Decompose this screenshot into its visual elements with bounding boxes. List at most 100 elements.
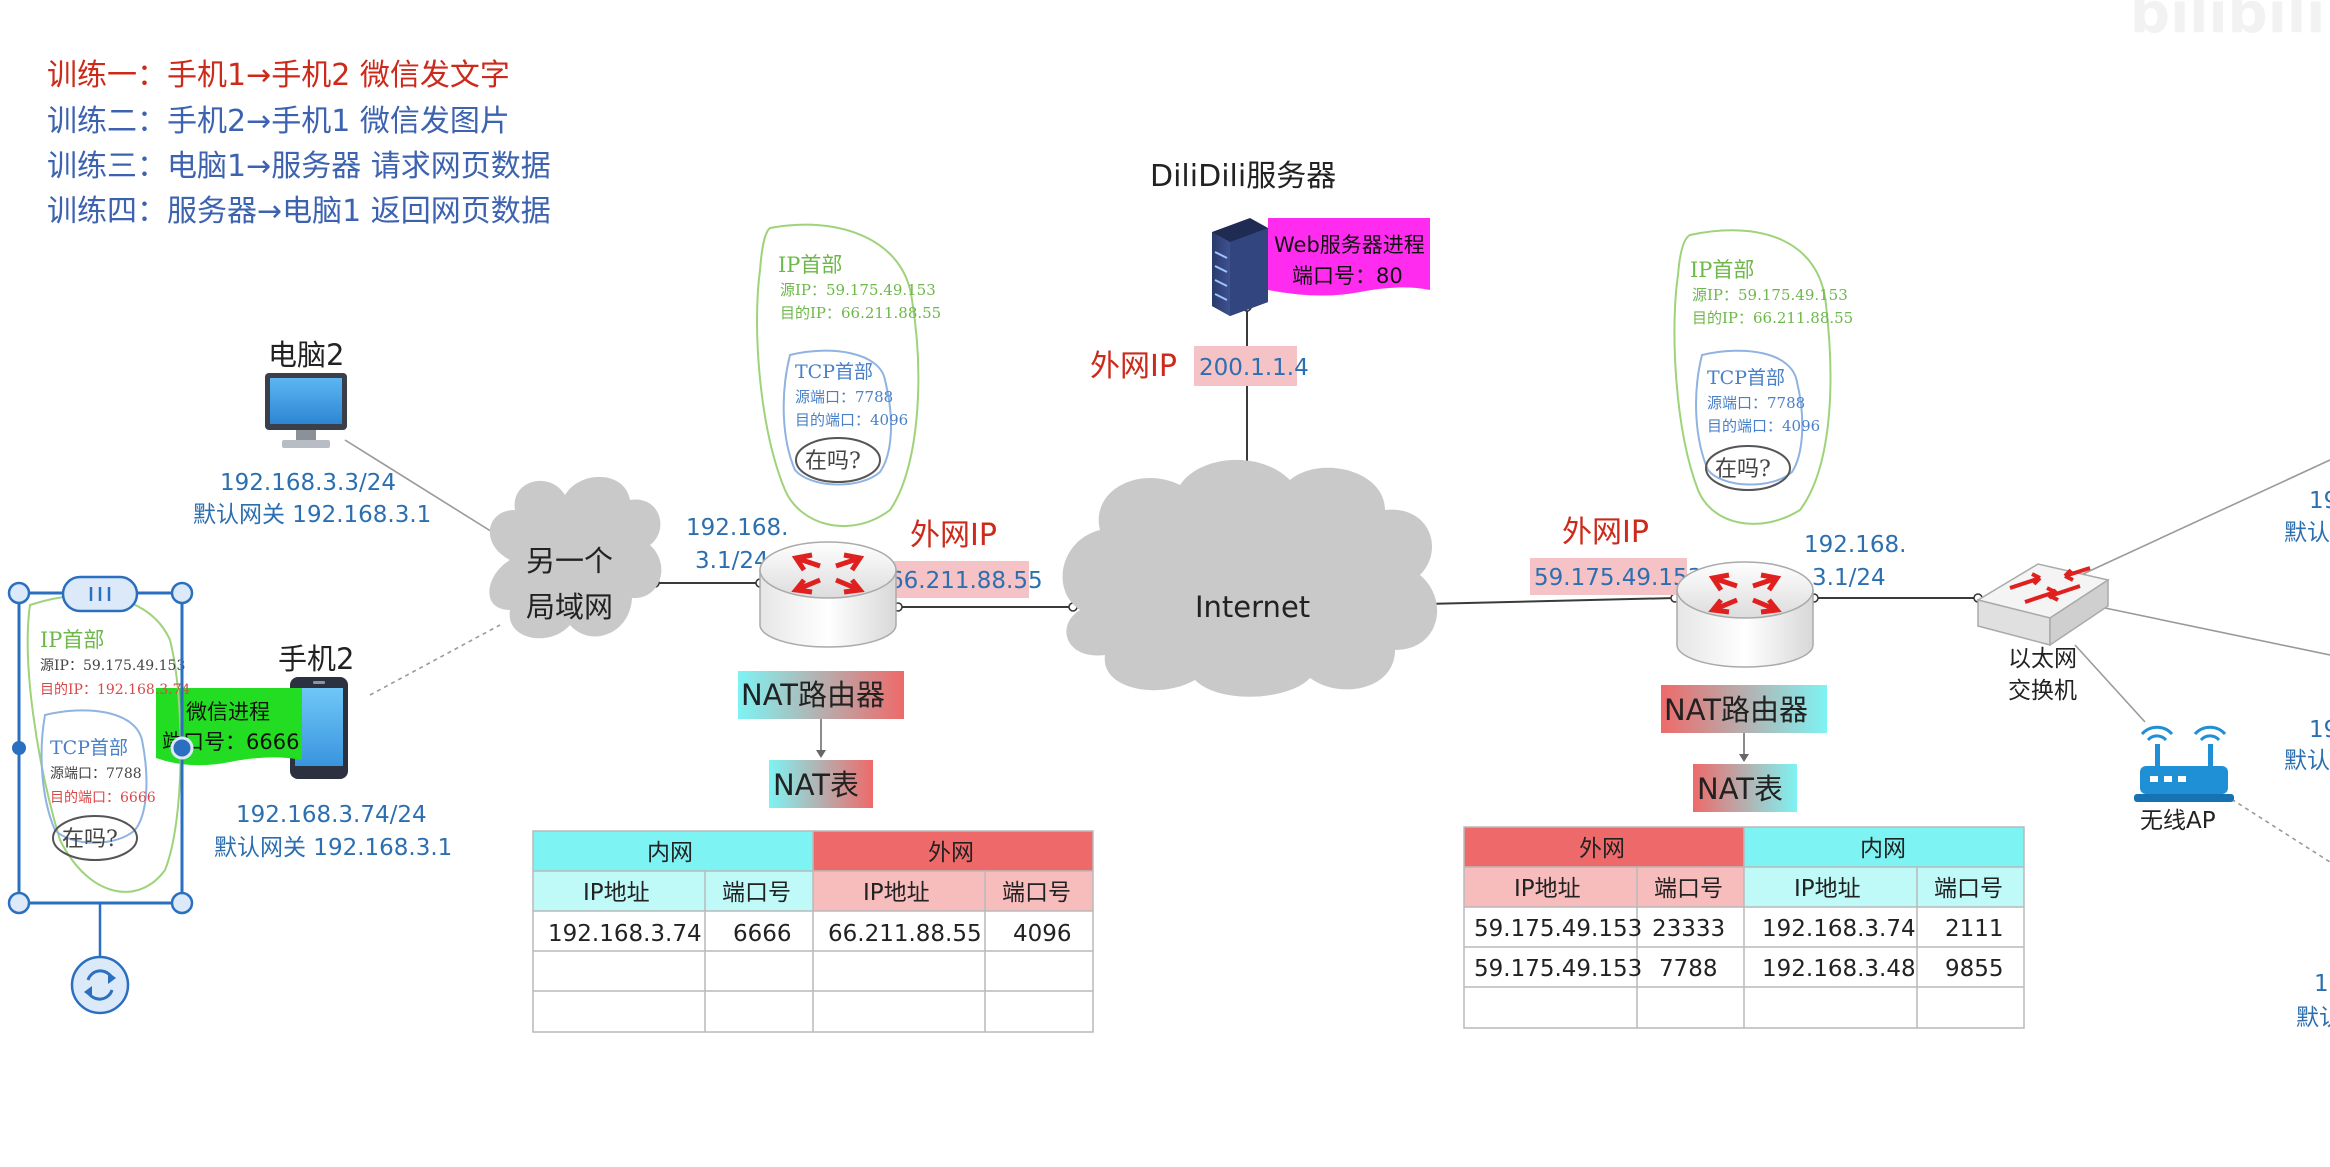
- menu-handle-icon: [89, 587, 111, 601]
- task-4: 训练四：服务器→电脑1 返回网页数据: [47, 194, 551, 229]
- internet-label: Internet: [1195, 590, 1310, 624]
- left-router-wan-label: 外网IP: [910, 518, 997, 553]
- left-router-name: NAT路由器: [741, 678, 885, 712]
- packet-src-ip: 源IP：59.175.49.153: [1692, 286, 1848, 304]
- packet-tcp-header: TCP首部: [50, 737, 128, 759]
- packet-bubble-selected[interactable]: IP首部 源IP：59.175.49.153 目的IP：192.168.3.74…: [26, 594, 191, 893]
- phone2-process-name: 微信进程: [186, 700, 270, 724]
- table-column-header: IP地址: [863, 880, 930, 906]
- packet-src-port: 源端口：7788: [1707, 394, 1805, 412]
- resize-handle-e[interactable]: [170, 736, 194, 760]
- task-list: 训练一：手机1→手机2 微信发文字 训练二：手机2→手机1 微信发图片 训练三：…: [47, 58, 551, 229]
- switch-label-1: 以太网: [2008, 646, 2077, 672]
- table-column-header: 端口号: [722, 880, 791, 906]
- resize-handle-sw[interactable]: [7, 891, 31, 915]
- right-router-wan-ip: 59.175.49.153: [1534, 565, 1702, 591]
- link-switch-ne: [2069, 459, 2330, 581]
- pc2-gateway: 默认网关 192.168.3.1: [193, 502, 431, 528]
- right-nat-table-label: NAT表: [1697, 772, 1783, 806]
- pc2-title: 电脑2: [268, 338, 344, 372]
- left-router-name-bg: [738, 671, 904, 719]
- link-internet-router2: [1424, 597, 1676, 605]
- packet-src-port: 源端口：7788: [50, 766, 142, 782]
- resize-handle-nw[interactable]: [7, 581, 31, 605]
- switch-node[interactable]: 以太网 交换机: [1976, 563, 2110, 704]
- router-icon: [1676, 561, 1814, 668]
- server-wan-ip-bg: [1194, 346, 1297, 386]
- packet-src-ip: 源IP：59.175.49.153: [40, 658, 185, 674]
- table-cell: 6666: [733, 921, 792, 947]
- table-cell: 7788: [1659, 956, 1718, 982]
- table-cell: 192.168.3.48: [1762, 956, 1916, 982]
- left-nat-table-label: NAT表: [773, 768, 859, 802]
- table-group-header: 外网: [928, 840, 974, 866]
- table-group-header: 外网: [1579, 836, 1625, 862]
- packet-ip-header: IP首部: [40, 628, 104, 652]
- left-router-wan-ip-bg: [884, 561, 1029, 598]
- packet-dst-ip: 目的IP：66.211.88.55: [780, 304, 941, 322]
- lan-cloud-line2: 局域网: [526, 590, 613, 624]
- right-router-wan-label: 外网IP: [1562, 515, 1649, 550]
- packet-src-ip: 源IP：59.175.49.153: [780, 281, 936, 299]
- router-icon: [759, 541, 897, 648]
- table-group-header: 内网: [647, 840, 693, 866]
- table-cell: 59.175.49.153: [1474, 956, 1642, 982]
- right-router-lan-ip-1: 192.168.: [1804, 532, 1906, 558]
- server-wan-label: 外网IP: [1090, 349, 1177, 384]
- packet-tcp-header: TCP首部: [795, 361, 873, 383]
- switch-icon: [1976, 563, 2110, 647]
- table-cell: 59.175.49.153: [1474, 916, 1642, 942]
- table-cell: 9855: [1945, 956, 2004, 982]
- left-router-node[interactable]: 192.168. 3.1/24 外网IP 66.211.88.55 NAT路由器…: [686, 515, 1043, 808]
- table-group-header: 内网: [1860, 836, 1906, 862]
- pc2-node[interactable]: 电脑2 192.168.3.3/24 默认网关 192.168.3.1: [193, 338, 431, 528]
- server-node[interactable]: DiliDili服务器 Web服务器进程 端口号：80 外网IP 200.1.1…: [1090, 159, 1430, 386]
- right-router-node[interactable]: 外网IP 59.175.49.153 192.168. 3.1/24 NAT路由…: [1530, 515, 1906, 812]
- table-column-header: IP地址: [1514, 876, 1581, 902]
- phone-icon: [290, 677, 348, 779]
- edge-ip: 19: [2309, 488, 2330, 514]
- table-cell: 2111: [1945, 916, 2004, 942]
- table-column-header: 端口号: [1002, 880, 1071, 906]
- table-cell: 66.211.88.55: [828, 921, 982, 947]
- table-column-header: 端口号: [1654, 876, 1723, 902]
- nat-arrow-head: [1739, 754, 1749, 762]
- task-2: 训练二：手机2→手机1 微信发图片: [47, 104, 510, 139]
- phone2-ip: 192.168.3.74/24: [236, 802, 427, 828]
- ap-node[interactable]: 无线AP: [2134, 725, 2234, 834]
- pc2-ip: 192.168.3.3/24: [220, 470, 396, 496]
- right-router-name-bg: [1661, 685, 1827, 733]
- monitor-icon: [265, 373, 347, 448]
- phone2-title: 手机2: [278, 642, 354, 676]
- left-router-lan-ip-1: 192.168.: [686, 515, 788, 541]
- edge-gateway: 默认: [2284, 748, 2330, 774]
- packet-bubble-right: IP首部 源IP：59.175.49.153 目的IP：66.211.88.55…: [1673, 229, 1853, 525]
- table-column-header: IP地址: [1794, 876, 1861, 902]
- packet-ip-header: IP首部: [1690, 258, 1754, 282]
- watermark: bilibili: [2130, 0, 2325, 46]
- right-nat-table-label-bg: [1693, 764, 1797, 812]
- resize-handle-se[interactable]: [170, 891, 194, 915]
- packet-dst-port: 目的端口：4096: [795, 411, 908, 429]
- lan-cloud: 另一个 局域网: [489, 476, 662, 639]
- left-nat-table: 内网 外网 IP地址 端口号 IP地址 端口号 192.168.3.74 666…: [532, 830, 1094, 1033]
- packet-dst-ip: 目的IP：66.211.88.55: [1692, 309, 1853, 327]
- phone2-gateway: 默认网关 192.168.3.1: [214, 835, 452, 861]
- link-phone2-lan: [369, 624, 501, 696]
- edge-ip: 19: [2309, 717, 2330, 743]
- table-column-header: IP地址: [583, 880, 650, 906]
- rotate-handle[interactable]: [70, 955, 130, 1015]
- task-1: 训练一：手机1→手机2 微信发文字: [47, 58, 510, 93]
- link-switch-e: [2104, 607, 2330, 656]
- resize-handle-w[interactable]: [12, 741, 26, 755]
- link-pc2-lan: [344, 439, 506, 541]
- task-3: 训练三：电脑1→服务器 请求网页数据: [47, 149, 551, 184]
- server-wan-ip: 200.1.1.4: [1199, 355, 1309, 381]
- packet-tcp-header: TCP首部: [1707, 367, 1785, 389]
- packet-dst-ip: 目的IP：192.168.3.74: [40, 682, 191, 698]
- nat-arrow-head: [816, 750, 826, 758]
- resize-handle-ne[interactable]: [170, 581, 194, 605]
- right-router-name: NAT路由器: [1664, 693, 1808, 727]
- selection-overlay[interactable]: [7, 575, 194, 1015]
- table-cell: 192.168.3.74: [1762, 916, 1916, 942]
